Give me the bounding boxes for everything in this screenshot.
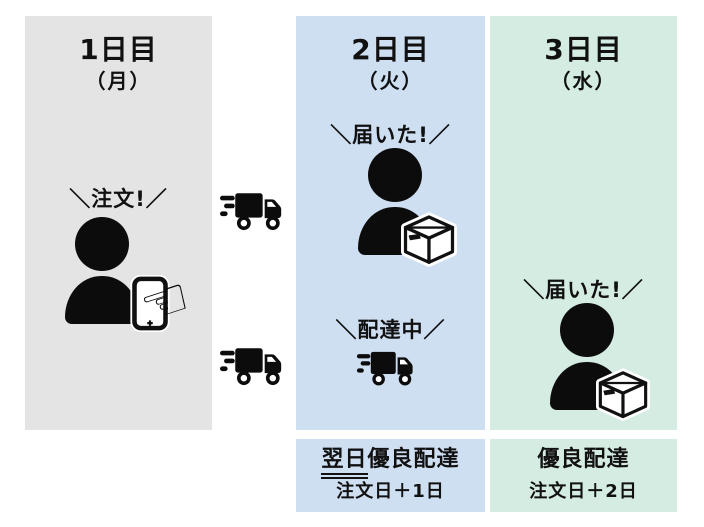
day1-title: 1日目 [79,33,158,66]
person-icon [358,148,432,255]
in-transit-callout: ＼配達中／ [335,318,446,342]
standard-delivery-formula: 注文日＋2日 [529,481,638,503]
person-torso [65,276,139,324]
delivered-callout: ＼届いた!／ [330,123,451,147]
next-day-delivery-label-box: 翌日優良配達 注文日＋1日 [296,439,485,512]
delivered-callout: ＼届いた!／ [523,278,644,302]
person-icon: ☜ [65,217,198,339]
person-icon [550,303,624,410]
standard-delivery-label-box: 優良配達 注文日＋2日 [490,439,677,512]
person-head [368,148,422,202]
delivery-truck-icon [356,347,417,390]
order-callout: ＼注文!／ [69,187,168,211]
day1-panel: 1日目 （月） ＼注文!／ ☜ [25,16,212,430]
person-head [560,303,614,357]
delivery-truck-icon [219,188,286,235]
package-box-icon [400,212,458,268]
next-day-formula: 注文日＋1日 [336,481,445,503]
day3-weekday: （水） [550,69,617,94]
day2-title: 2日目 [351,33,430,66]
day3-title: 3日目 [544,33,623,66]
standard-delivery-title: 優良配達 [537,446,630,472]
day1-weekday: （月） [85,69,152,94]
next-day-delivery-title: 翌日優良配達 [321,446,460,479]
next-day-underlined-text: 翌日 [321,446,368,479]
package-box-icon [595,368,651,422]
day3-header: 3日目 （水） [490,16,677,93]
person-head [75,217,129,271]
day1-header: 1日目 （月） [25,16,212,93]
day2-header: 2日目 （火） [296,16,485,93]
day2-panel: 2日目 （火） ＼届いた!／ ＼配達中／ [296,16,485,430]
delivery-truck-icon [219,343,286,390]
smartphone-icon [130,275,170,332]
day3-panel: 3日目 （水） ＼届いた!／ [490,16,677,430]
next-day-rest-text: 優良配達 [367,446,460,472]
day2-weekday: （火） [357,69,424,94]
